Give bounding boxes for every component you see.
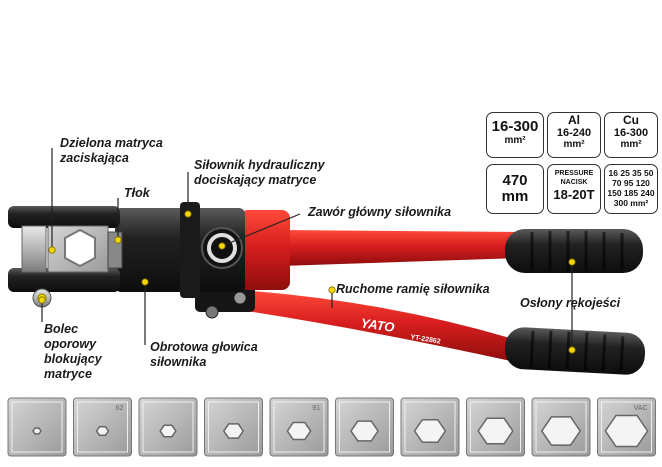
spec-dies-row2: 70 95 120 [612, 178, 650, 188]
upper-grip [505, 229, 643, 273]
label-head-line2: siłownika [150, 355, 207, 369]
spec-range-value: 16-300 [491, 118, 539, 135]
label-handle-covers: Osłony rękojeści [520, 296, 620, 311]
label-pin-line1: Bolec [44, 322, 79, 336]
leader-valve [221, 213, 301, 247]
label-arm-text: Ruchome ramię siłownika [336, 282, 490, 296]
spec-al: Al 16-240 mm² [547, 112, 601, 158]
die-mark-2: 62 [116, 405, 124, 412]
label-rotating-head: Obrotowa głowica siłownika [150, 340, 258, 370]
spec-cu-title: Cu [623, 113, 639, 127]
die-7 [400, 397, 460, 457]
brand-logo: YATO [360, 315, 396, 335]
spec-pressure-label1: PRESSURE [554, 170, 594, 177]
spec-dies-row1: 16 25 35 50 [608, 168, 654, 178]
label-movable-arm: Ruchome ramię siłownika [336, 282, 490, 297]
crimp-head [8, 206, 123, 308]
spec-cu-unit: mm² [620, 139, 642, 150]
spec-dies-row3: 150 185 240 [607, 188, 655, 198]
spec-pressure: PRESSURE NACISK 18-20T [547, 164, 601, 214]
label-cylinder-line2: dociskający matryce [194, 173, 317, 187]
label-pin-line3: blokujący [44, 352, 102, 366]
spec-al-value: 16-240 [556, 127, 592, 139]
fixed-handle [280, 230, 520, 266]
spec-al-unit: mm² [563, 139, 585, 150]
label-hydraulic-cylinder: Siłownik hydrauliczny dociskający matryc… [194, 158, 325, 188]
die-mark-10: VAC [634, 405, 648, 412]
movable-arm [205, 290, 515, 362]
label-handle-text: Osłony rękojeści [520, 296, 621, 310]
spec-pressure-label2: NACISK [560, 179, 588, 186]
spec-range: 16-300 mm² [486, 112, 544, 158]
die-5: 91 [269, 397, 329, 457]
label-main-valve: Zawór główny siłownika [308, 205, 451, 220]
label-pin-line4: matryce [44, 367, 92, 381]
spec-length-value: 470 [502, 172, 528, 189]
die-10: VAC [597, 397, 656, 457]
die-2: 62 [73, 397, 132, 457]
label-head-line1: Obrotowa głowica [150, 340, 258, 354]
label-split-die: Dzielona matryca zaciskająca [60, 136, 163, 166]
die-1 [7, 397, 67, 457]
spec-al-title: Al [568, 113, 580, 127]
label-locking-pin: Bolec oporowy blokujący matryce [44, 322, 102, 382]
spec-dies: 16 25 35 50 70 95 120 150 185 240 300 mm… [604, 164, 658, 214]
label-split-die-line2: zaciskająca [60, 151, 129, 165]
die-6 [335, 397, 394, 457]
spec-length-unit: mm [501, 188, 529, 205]
die-mark-5: 91 [312, 405, 320, 412]
die-4 [204, 397, 263, 457]
die-3 [138, 397, 198, 457]
spec-range-unit: mm² [504, 135, 526, 146]
die-8 [466, 397, 525, 457]
label-piston: Tłok [124, 186, 150, 201]
label-valve-text: Zawór główny siłownika [308, 205, 452, 219]
spec-cu-value: 16-300 [613, 127, 649, 139]
label-split-die-line1: Dzielona matryca [60, 136, 163, 150]
label-pin-line2: oporowy [44, 337, 97, 351]
spec-cu: Cu 16-300 mm² [604, 112, 658, 158]
die-9 [531, 397, 591, 457]
model-number: YT-22862 [410, 334, 441, 346]
label-piston-text: Tłok [124, 186, 150, 200]
spec-pressure-value: 18-20T [553, 187, 595, 202]
spec-length: 470 mm [486, 164, 544, 214]
die-set: 62 91 VAC [7, 397, 656, 457]
label-cylinder-line1: Siłownik hydrauliczny [194, 158, 325, 172]
spec-dies-row4: 300 mm² [613, 198, 649, 208]
